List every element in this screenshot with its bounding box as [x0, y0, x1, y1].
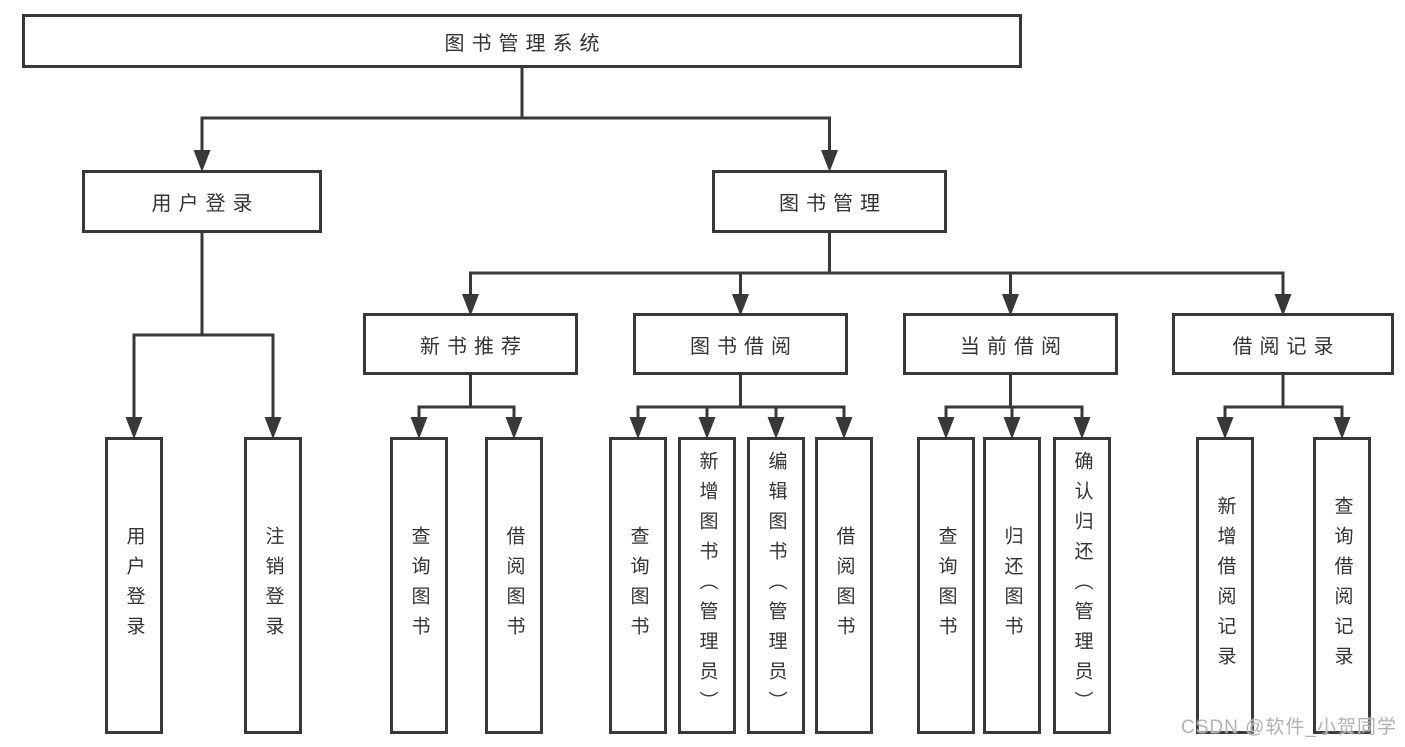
node-book-management: 图书管理: [712, 170, 947, 233]
leaf-confirm-return-admin-label: 确认归还（管理员）: [1071, 450, 1093, 721]
node-borrowing-records: 借阅记录: [1172, 313, 1394, 375]
leaf-return-book: 归还图书: [983, 437, 1041, 734]
node-new-book-recommendation-label: 新书推荐: [420, 335, 528, 358]
leaf-borrow-books-recommend: 借阅图书: [485, 437, 543, 734]
leaf-query-books-current: 查询图书: [917, 437, 975, 734]
node-book-borrowing-label: 图书借阅: [690, 335, 798, 358]
leaf-query-borrow-record: 查询借阅记录: [1313, 437, 1371, 734]
leaf-user-login-label: 用户登录: [123, 525, 145, 646]
node-borrowing-records-label: 借阅记录: [1232, 335, 1341, 358]
node-root-system: 图书管理系统: [22, 14, 1022, 68]
leaf-user-login: 用户登录: [105, 437, 163, 734]
leaf-query-books-recommend: 查询图书: [390, 437, 448, 734]
node-current-borrowing-label: 当前借阅: [960, 335, 1068, 358]
node-new-book-recommendation: 新书推荐: [363, 313, 578, 375]
leaf-add-book-admin-label: 新增图书（管理员）: [696, 450, 718, 721]
csdn-watermark: CSDN @软件_小贺同学: [1181, 717, 1397, 738]
leaf-logout: 注销登录: [244, 437, 302, 734]
leaf-borrow-books: 借阅图书: [815, 437, 873, 734]
leaf-borrow-books-label: 借阅图书: [833, 525, 855, 646]
leaf-query-books-borrow-label: 查询图书: [627, 525, 649, 646]
leaf-logout-label: 注销登录: [262, 525, 284, 646]
node-book-management-label: 图书管理: [779, 193, 887, 215]
leaf-query-borrow-record-label: 查询借阅记录: [1331, 495, 1353, 676]
leaf-query-books-current-label: 查询图书: [935, 525, 957, 646]
leaf-return-book-label: 归还图书: [1001, 525, 1023, 646]
leaf-edit-book-admin-label: 编辑图书（管理员）: [765, 450, 787, 721]
leaf-edit-book-admin: 编辑图书（管理员）: [747, 437, 805, 734]
leaf-query-books-borrow: 查询图书: [609, 437, 667, 734]
node-book-borrowing: 图书借阅: [633, 313, 848, 375]
leaf-confirm-return-admin: 确认归还（管理员）: [1053, 437, 1111, 734]
node-root-system-label: 图书管理系统: [444, 32, 607, 55]
leaf-add-borrow-record-label: 新增借阅记录: [1214, 495, 1236, 676]
node-user-login: 用户登录: [82, 170, 322, 233]
leaf-borrow-books-recommend-label: 借阅图书: [503, 525, 525, 646]
node-user-login-label: 用户登录: [151, 193, 260, 215]
leaf-add-book-admin: 新增图书（管理员）: [678, 437, 736, 734]
leaf-query-books-recommend-label: 查询图书: [408, 525, 430, 646]
leaf-add-borrow-record: 新增借阅记录: [1196, 437, 1254, 734]
node-current-borrowing: 当前借阅: [903, 313, 1118, 375]
